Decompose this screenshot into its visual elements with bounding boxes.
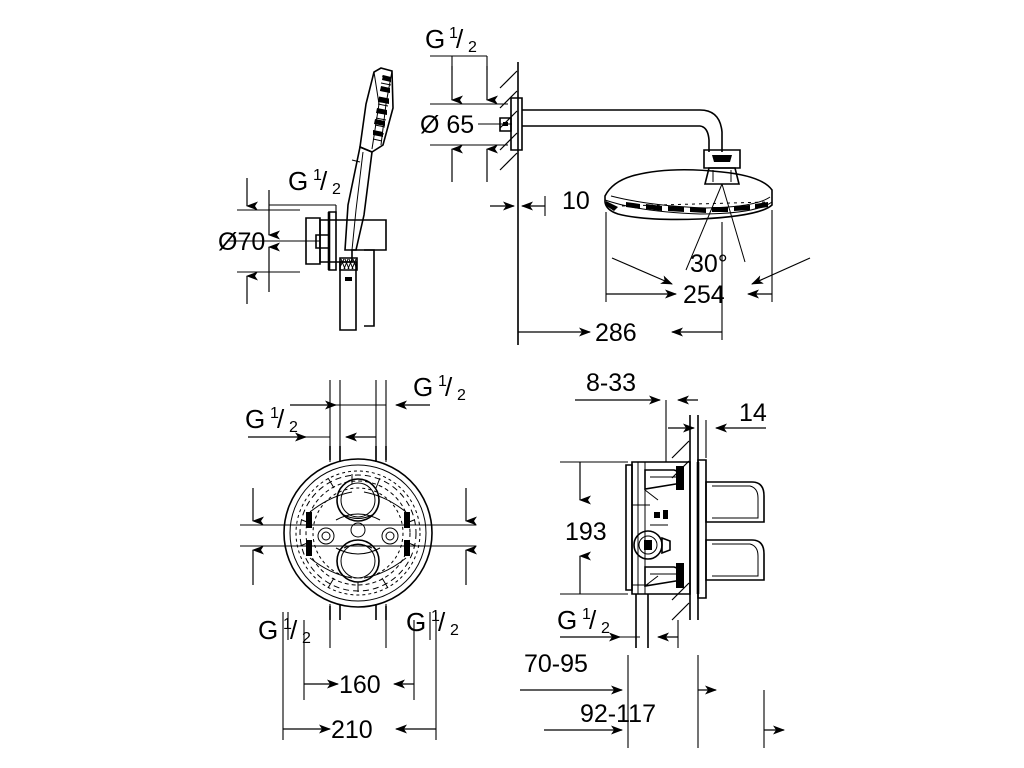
thread-leaders-valve-bottom bbox=[287, 604, 431, 648]
view-valve-side bbox=[520, 395, 785, 748]
thread-numerator: 1 bbox=[283, 616, 292, 633]
thread-slash: / bbox=[589, 605, 597, 635]
label-thread-valve-side: G 1 / 2 bbox=[557, 605, 610, 637]
thread-denominator: 2 bbox=[332, 181, 341, 198]
valve-lever-handles bbox=[705, 481, 765, 581]
thread-prefix: G bbox=[288, 166, 308, 196]
dimension-offset-10 bbox=[490, 196, 546, 216]
thread-leader-valve-side bbox=[560, 594, 679, 648]
thread-prefix: G bbox=[245, 404, 265, 434]
thread-slash: / bbox=[277, 404, 285, 434]
thread-prefix: G bbox=[413, 372, 433, 402]
thread-slash: / bbox=[290, 615, 298, 645]
thread-slash: / bbox=[438, 607, 446, 637]
thread-prefix: G bbox=[425, 24, 445, 54]
thread-label-head-shower-leader bbox=[430, 55, 488, 70]
label-spray-angle-30: 30° bbox=[690, 250, 728, 278]
label-thread-valve-bottom-right: G 1 / 2 bbox=[406, 607, 459, 639]
shower-arm-flange bbox=[478, 97, 523, 151]
thread-slash: / bbox=[456, 24, 464, 54]
thread-denominator: 2 bbox=[601, 620, 610, 637]
hand-shower-head bbox=[359, 67, 394, 153]
label-thread-head-shower: G 1 / 2 bbox=[425, 24, 477, 56]
thread-leaders-valve-top bbox=[248, 380, 430, 462]
dimension-height-193 bbox=[560, 461, 628, 595]
label-trim-14: 14 bbox=[739, 399, 767, 427]
thread-prefix: G bbox=[406, 607, 426, 637]
shower-arm bbox=[522, 109, 723, 152]
thread-numerator: 1 bbox=[449, 25, 458, 42]
thread-denominator: 2 bbox=[302, 630, 311, 647]
dimension-dia-65 bbox=[430, 66, 508, 182]
dimension-dia-70 bbox=[228, 178, 316, 304]
spray-angle-indicator bbox=[611, 183, 811, 285]
label-projection-286: 286 bbox=[595, 319, 637, 347]
thread-numerator: 1 bbox=[431, 608, 440, 625]
label-thread-valve-top-left: G 1 / 2 bbox=[245, 404, 298, 436]
thread-numerator: 1 bbox=[438, 373, 447, 390]
thread-denominator: 2 bbox=[468, 39, 477, 56]
label-thread-valve-top-right: G 1 / 2 bbox=[413, 372, 466, 404]
dimension-outer-210 bbox=[282, 612, 437, 740]
dimension-width-254 bbox=[605, 210, 773, 302]
valve-port-upper bbox=[336, 478, 380, 522]
dimension-range-70-95 bbox=[520, 655, 717, 700]
label-range-92-117: 92-117 bbox=[580, 700, 656, 728]
thread-prefix: G bbox=[557, 605, 577, 635]
label-range-70-95: 70-95 bbox=[524, 650, 588, 678]
thread-denominator: 2 bbox=[450, 622, 459, 639]
label-outer-210: 210 bbox=[331, 716, 373, 744]
label-thread-valve-bottom-left: G 1 / 2 bbox=[258, 615, 311, 647]
dimension-inner-160 bbox=[303, 620, 415, 700]
label-width-254: 254 bbox=[683, 281, 725, 309]
thread-numerator: 1 bbox=[582, 606, 591, 623]
label-dia-70: Ø70 bbox=[218, 228, 265, 256]
label-offset-10: 10 bbox=[562, 187, 590, 215]
label-height-193: 193 bbox=[565, 518, 607, 546]
thread-prefix: G bbox=[258, 615, 278, 645]
view-head-shower bbox=[430, 55, 811, 345]
valve-trim-plate bbox=[696, 459, 707, 599]
dimension-trim-14 bbox=[668, 420, 766, 458]
thread-numerator: 1 bbox=[313, 167, 322, 184]
wall-hatching-top bbox=[499, 70, 518, 171]
label-inner-160: 160 bbox=[339, 671, 381, 699]
label-depth-8-33: 8-33 bbox=[586, 369, 636, 397]
thread-denominator: 2 bbox=[457, 387, 466, 404]
valve-ring-dashes bbox=[295, 470, 421, 596]
thread-slash: / bbox=[445, 372, 453, 402]
hand-shower-hose bbox=[339, 249, 375, 331]
dimension-projection-286 bbox=[517, 222, 723, 340]
view-valve-front bbox=[240, 380, 477, 740]
valve-body-side bbox=[625, 461, 691, 595]
view-hand-shower bbox=[228, 67, 394, 331]
label-thread-hand-shower: G 1 / 2 bbox=[288, 166, 341, 198]
valve-outer-circle bbox=[283, 458, 433, 608]
label-dia-65: Ø 65 bbox=[420, 111, 474, 139]
dimension-depth-8-33 bbox=[575, 395, 698, 462]
dimension-range-92-117 bbox=[544, 690, 785, 748]
head-shower-body bbox=[604, 168, 773, 221]
thread-label-hand-shower-leader bbox=[269, 204, 337, 214]
thread-numerator: 1 bbox=[270, 405, 279, 422]
thread-slash: / bbox=[320, 166, 328, 196]
thread-denominator: 2 bbox=[289, 419, 298, 436]
head-shower-ball-joint bbox=[703, 149, 741, 185]
